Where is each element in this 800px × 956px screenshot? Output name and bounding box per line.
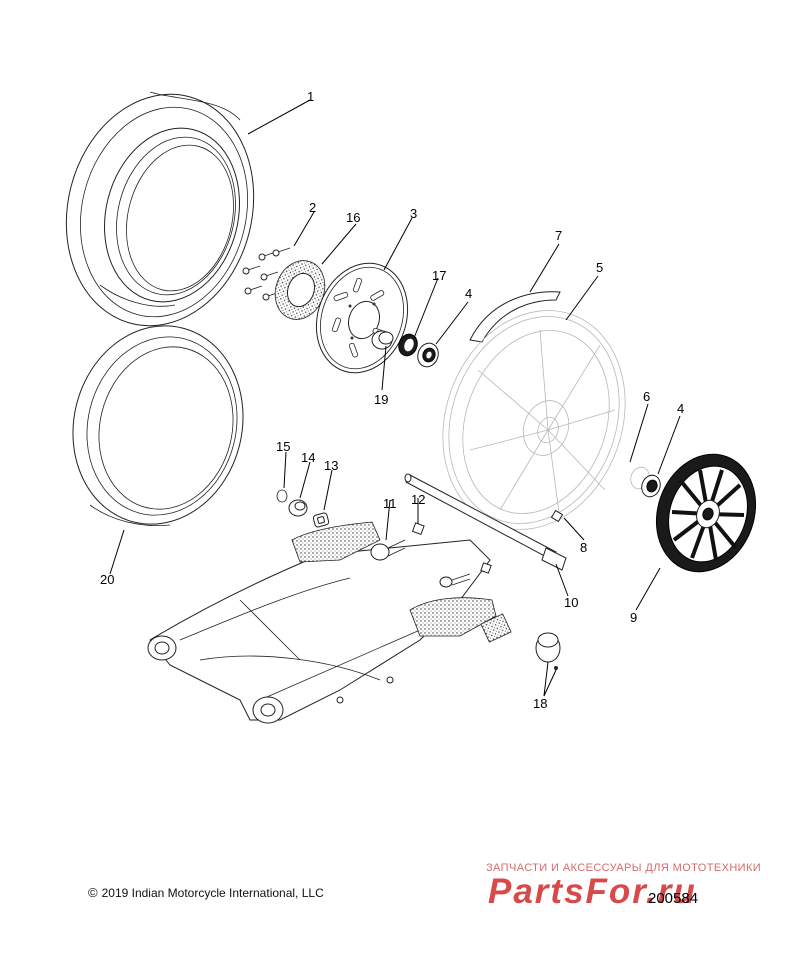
- callout-18: 18: [533, 696, 547, 711]
- copyright-notice: ©2019 Indian Motorcycle International, L…: [88, 885, 324, 900]
- drawing-number: 200584: [648, 890, 699, 907]
- callout-7: 7: [555, 228, 562, 243]
- seal: [398, 333, 418, 357]
- adjuster-bolt-right: [439, 562, 492, 588]
- callout-11: 11: [383, 496, 397, 511]
- axle-nut: [550, 509, 564, 523]
- rear-wheel: [442, 310, 626, 530]
- callout-5: 5: [596, 260, 603, 275]
- inner-tube: [72, 325, 244, 526]
- adjuster-nut: [411, 522, 425, 536]
- callout-13: 13: [324, 458, 338, 473]
- bearing-left: [417, 342, 439, 368]
- callout-4-left: 4: [465, 286, 472, 301]
- watermark-logo: PartsFor.ru: [488, 872, 697, 911]
- tire: [65, 91, 255, 327]
- callout-2: 2: [309, 200, 316, 215]
- callout-8: 8: [580, 540, 587, 555]
- callout-labels: 1 2 3 4 4 5 6 7 8 9 10 11 12 13 14 15 16…: [100, 89, 684, 711]
- callout-16: 16: [346, 210, 360, 225]
- callout-6: 6: [643, 389, 650, 404]
- callout-3: 3: [410, 206, 417, 221]
- swingarm: [147, 521, 497, 724]
- bearing-right: [641, 474, 661, 498]
- rear-axle: [404, 473, 567, 571]
- callout-4-right: 4: [677, 401, 684, 416]
- bumper: [535, 632, 561, 670]
- watermark-tagline: ЗАПЧАСТИ И АКСЕССУАРЫ ДЛЯ МОТОТЕХНИКИ: [486, 862, 762, 874]
- callout-17: 17: [432, 268, 446, 283]
- axle-adjuster: [370, 539, 406, 561]
- callout-12: 12: [411, 492, 425, 507]
- retaining-clip: [276, 489, 288, 503]
- callout-14: 14: [301, 450, 315, 465]
- callout-1: 1: [307, 89, 314, 104]
- adjuster-plate-right: [480, 613, 512, 643]
- callout-9: 9: [630, 610, 637, 625]
- adjuster-plate: [312, 512, 330, 528]
- rear-sprocket: [655, 453, 757, 573]
- callout-19: 19: [374, 392, 388, 407]
- chain-guard: [469, 291, 561, 343]
- callout-15: 15: [276, 439, 290, 454]
- callout-10: 10: [564, 595, 578, 610]
- disc-bolts: [242, 247, 291, 301]
- copyright-text: 2019 Indian Motorcycle International, LL…: [101, 886, 324, 900]
- leader-lines: [109, 99, 681, 697]
- copyright-icon: ©: [88, 885, 98, 900]
- brake-disc: [315, 262, 409, 374]
- callout-20: 20: [100, 572, 114, 587]
- bushing: [288, 499, 308, 517]
- spacer: [371, 330, 394, 350]
